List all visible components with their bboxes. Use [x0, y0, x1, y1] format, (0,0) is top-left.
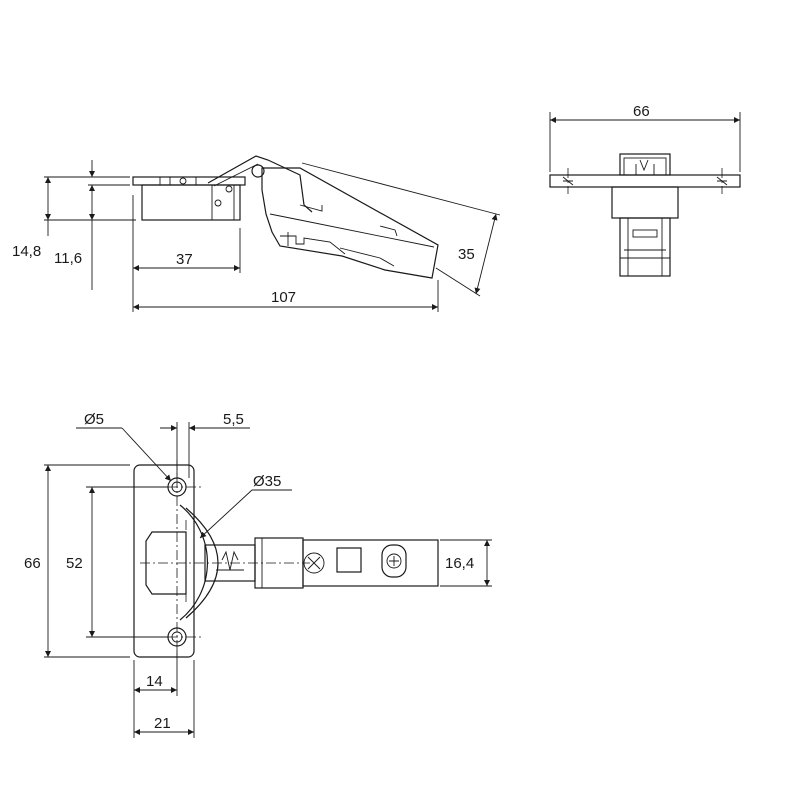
dim-hole-spacing-label: 52	[66, 555, 83, 572]
dim-plate-width-label: 66	[633, 103, 650, 120]
dim-arm-width-label: 16,4	[445, 555, 474, 572]
top-view: 66	[549, 103, 741, 277]
top-view-dimensions	[549, 112, 741, 172]
dim-overlay-label: 37	[176, 251, 193, 268]
dim-hole-diameter-label: Ø5	[84, 411, 104, 428]
dim-arm-height-label: 35	[458, 246, 475, 263]
dim-cup-depth-label: 14	[146, 673, 163, 690]
top-view-hinge-body	[549, 153, 741, 277]
front-view-dimensions	[44, 422, 492, 738]
dim-plate-height-label: 66	[24, 555, 41, 572]
dim-cup-diameter-label: Ø35	[253, 473, 281, 490]
side-view-hinge-body	[132, 155, 439, 279]
dim-plate-depth-label: 21	[154, 715, 171, 732]
dim-total-height-label: 14,8	[12, 243, 41, 260]
front-view: Ø5 5,5 Ø35 66 52 16,4 14 21	[24, 411, 492, 738]
dim-hole-offset-label: 5,5	[223, 411, 244, 428]
side-view-dimensions	[44, 160, 501, 312]
dim-cup-height-label: 11,6	[54, 250, 82, 267]
side-view: 14,8 11,6 37 107 35	[12, 155, 501, 312]
dim-total-length-label: 107	[271, 289, 296, 306]
